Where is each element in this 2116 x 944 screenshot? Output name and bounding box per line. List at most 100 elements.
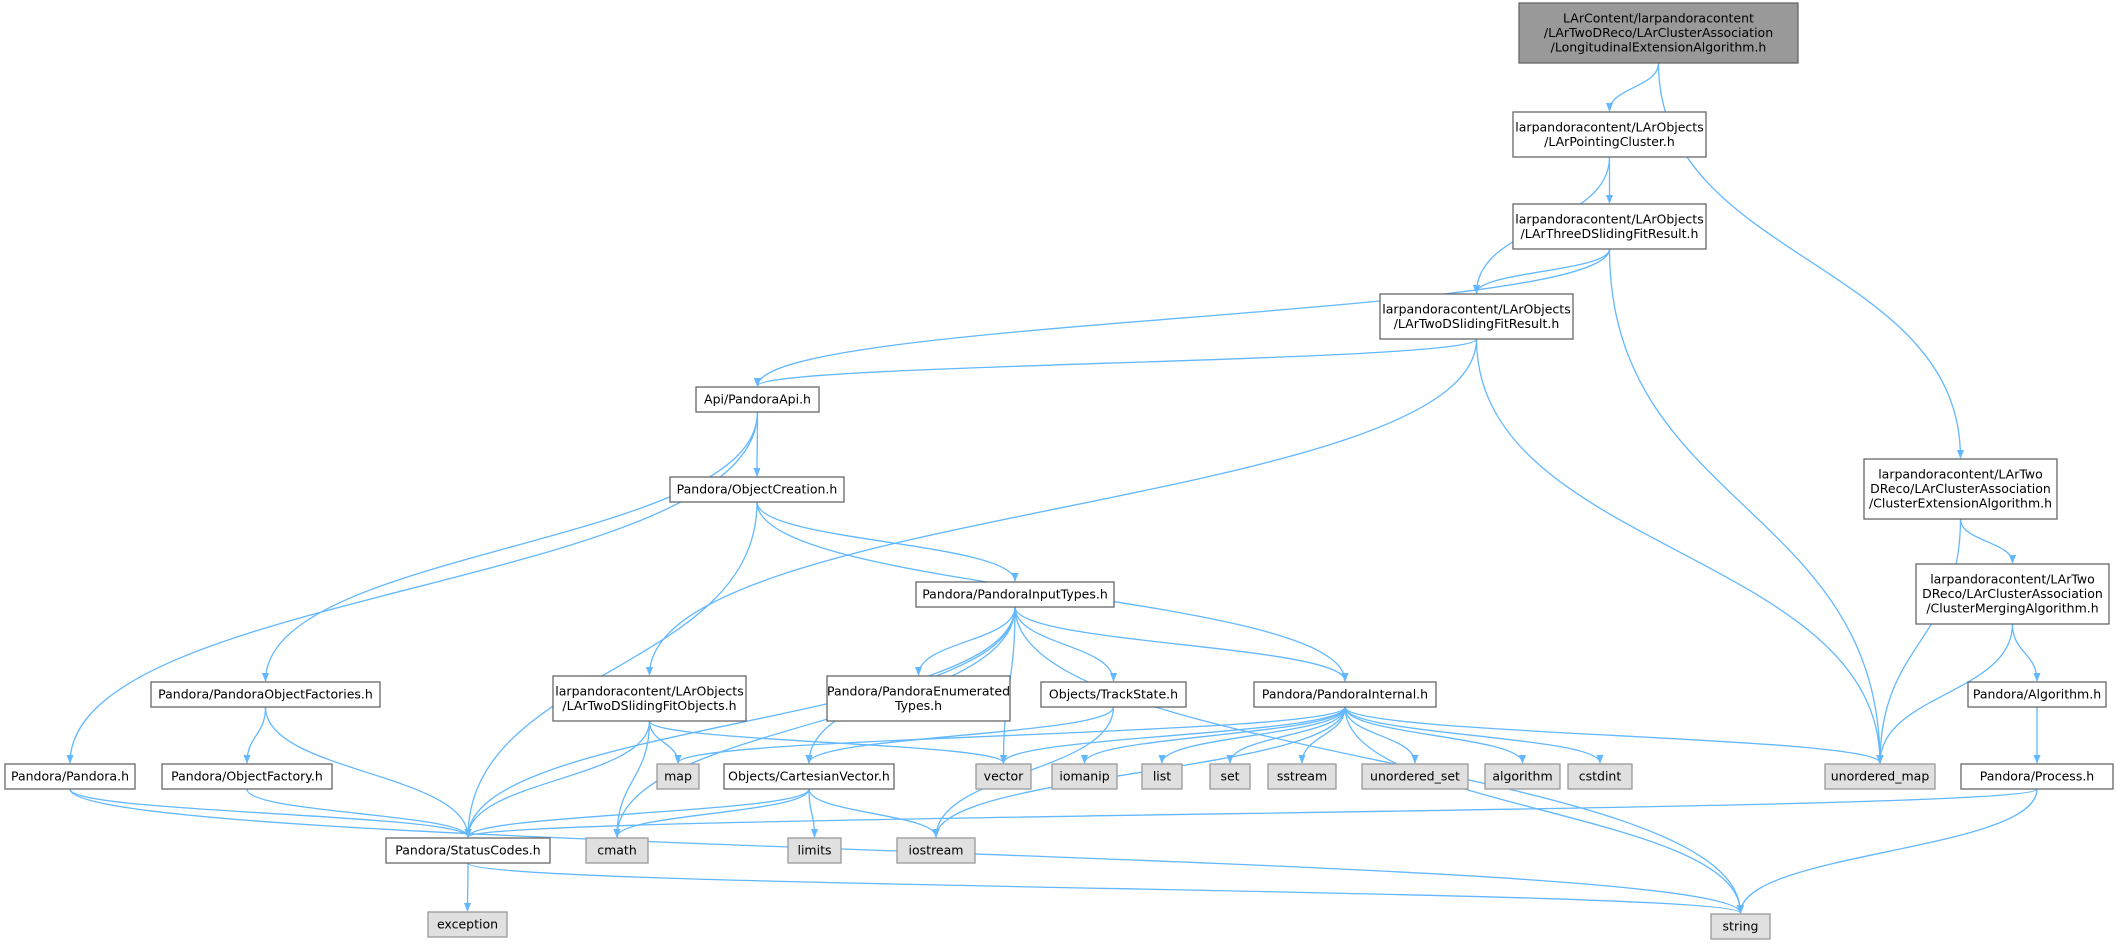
edge-root-to-pointing <box>1605 62 1660 112</box>
node-label-two_d-0: larpandoracontent/LArObjects <box>1382 301 1570 316</box>
node-label-clustermerge-1: DReco/LArClusterAssociation <box>1922 586 2103 601</box>
node-box-exception <box>427 911 508 938</box>
node-set: set <box>1209 763 1251 790</box>
node-label-inputtypes-0: Pandora/PandoraInputTypes.h <box>922 587 1108 602</box>
node-limits: limits <box>787 837 842 864</box>
node-box-fitobjects <box>552 675 747 722</box>
edge-cartesian-to-statuscodes <box>464 788 810 838</box>
node-process_h[interactable]: Pandora/Process.h <box>1960 763 2114 790</box>
node-clusterext[interactable]: larpandoracontent/LArTwoDReco/LArCluster… <box>1863 458 2058 520</box>
node-box-api <box>695 386 820 413</box>
node-box-limits <box>787 837 842 864</box>
edge-clustermerge-to-algorithm_h <box>2011 623 2041 682</box>
node-box-trackstate <box>1040 681 1187 708</box>
node-inputtypes[interactable]: Pandora/PandoraInputTypes.h <box>915 581 1115 608</box>
node-label-clustermerge-0: larpandoracontent/LArTwo <box>1930 572 2095 587</box>
node-unordered_set: unordered_set <box>1361 763 1469 790</box>
edge-internal-to-cstdint <box>1344 706 1604 764</box>
edge-trackstate-to-cartesian <box>805 706 1115 764</box>
node-box-cstdint <box>1567 763 1633 790</box>
edge-internal-to-unordered_set <box>1344 706 1419 764</box>
node-label-api-0: Api/PandoraApi.h <box>704 392 811 407</box>
node-list: list <box>1141 763 1183 790</box>
node-box-algorithm <box>1484 763 1561 790</box>
node-label-limits-0: limits <box>797 843 831 858</box>
node-box-clustermerge <box>1915 563 2110 625</box>
node-map: map <box>656 763 700 790</box>
node-trackstate[interactable]: Objects/TrackState.h <box>1040 681 1187 708</box>
node-label-enumtypes-1: Types.h <box>894 698 942 713</box>
node-label-set-0: set <box>1220 769 1239 784</box>
node-vector: vector <box>975 763 1032 790</box>
edge-statuscodes-to-string <box>467 862 1744 914</box>
edge-internal-to-set <box>1226 706 1346 764</box>
node-label-root-1: /LArTwoDReco/LArClusterAssociation <box>1544 25 1773 40</box>
node-label-iomanip-0: iomanip <box>1059 769 1109 784</box>
node-label-statuscodes-0: Pandora/StatusCodes.h <box>395 843 540 858</box>
node-label-objfactory-0: Pandora/ObjectFactory.h <box>171 769 323 784</box>
edge-internal-to-list <box>1158 706 1346 764</box>
edge-internal-to-iomanip <box>1080 706 1346 764</box>
node-label-fitobjects-0: larpandoracontent/LArObjects <box>555 683 743 698</box>
edge-objcreation-to-inputtypes <box>756 501 1019 582</box>
edge-inputtypes-to-trackstate <box>1014 606 1118 682</box>
node-label-clusterext-2: /ClusterExtensionAlgorithm.h <box>1869 496 2052 511</box>
node-api[interactable]: Api/PandoraApi.h <box>695 386 820 413</box>
node-box-map <box>656 763 700 790</box>
node-pointing[interactable]: larpandoracontent/LArObjects/LArPointing… <box>1512 111 1707 158</box>
edge-objfactories-to-objfactory <box>243 706 267 764</box>
edge-internal-to-unordered_map <box>1344 706 1884 764</box>
edge-fitobjects-to-statuscodes <box>464 720 651 838</box>
edge-internal-to-algorithm <box>1344 706 1527 764</box>
node-exception: exception <box>427 911 508 938</box>
node-two_d[interactable]: larpandoracontent/LArObjects/LArTwoDSlid… <box>1379 293 1574 340</box>
edge-process_h-to-statuscodes <box>464 788 2038 838</box>
node-label-cstdint-0: cstdint <box>1579 769 1622 784</box>
node-box-clusterext <box>1863 458 2058 520</box>
node-label-objfactories-0: Pandora/PandoraObjectFactories.h <box>158 687 373 702</box>
node-algorithm_h[interactable]: Pandora/Algorithm.h <box>1967 681 2107 708</box>
edge-internal-to-map <box>674 706 1346 764</box>
node-box-vector <box>975 763 1032 790</box>
node-label-vector-0: vector <box>984 769 1025 784</box>
node-internal[interactable]: Pandora/PandoraInternal.h <box>1253 681 1437 708</box>
node-label-cartesian-0: Objects/CartesianVector.h <box>728 769 890 784</box>
node-box-unordered_map <box>1824 763 1936 790</box>
node-statuscodes[interactable]: Pandora/StatusCodes.h <box>385 837 551 864</box>
node-box-string <box>1710 913 1771 940</box>
edge-clusterext-to-unordered_map <box>1876 518 1962 764</box>
node-objfactory[interactable]: Pandora/ObjectFactory.h <box>161 763 333 790</box>
node-unordered_map: unordered_map <box>1824 763 1936 790</box>
node-fitobjects[interactable]: larpandoracontent/LArObjects/LArTwoDSlid… <box>552 675 747 722</box>
edge-three_d-to-unordered_map <box>1608 248 1884 764</box>
node-box-unordered_set <box>1361 763 1469 790</box>
edge-fitobjects-to-vector <box>648 720 1007 764</box>
node-label-pointing-0: larpandoracontent/LArObjects <box>1515 119 1703 134</box>
node-pandora[interactable]: Pandora/Pandora.h <box>4 763 136 790</box>
node-algorithm: algorithm <box>1484 763 1561 790</box>
node-objcreation[interactable]: Pandora/ObjectCreation.h <box>669 476 845 503</box>
node-clustermerge[interactable]: larpandoracontent/LArTwoDReco/LArCluster… <box>1915 563 2110 625</box>
edge-three_d-to-api <box>754 248 1611 387</box>
node-box-pandora <box>4 763 136 790</box>
node-box-three_d <box>1512 203 1707 250</box>
edge-fitobjects-to-cmath <box>613 720 651 838</box>
node-root[interactable]: LArContent/larpandoracontent/LArTwoDReco… <box>1518 2 1799 64</box>
node-box-process_h <box>1960 763 2114 790</box>
node-objfactories[interactable]: Pandora/PandoraObjectFactories.h <box>150 681 381 708</box>
node-label-objcreation-0: Pandora/ObjectCreation.h <box>677 482 838 497</box>
node-box-two_d <box>1379 293 1574 340</box>
node-box-inputtypes <box>915 581 1115 608</box>
node-label-pandora-0: Pandora/Pandora.h <box>11 769 129 784</box>
node-cartesian[interactable]: Objects/CartesianVector.h <box>723 763 895 790</box>
node-box-objcreation <box>669 476 845 503</box>
node-three_d[interactable]: larpandoracontent/LArObjects/LArThreeDSl… <box>1512 203 1707 250</box>
edge-inputtypes-to-enumtypes <box>914 606 1016 676</box>
node-box-objfactories <box>150 681 381 708</box>
node-box-statuscodes <box>385 837 551 864</box>
node-box-list <box>1141 763 1183 790</box>
edge-cartesian-to-limits <box>808 788 819 838</box>
edge-three_d-to-two_d <box>1472 248 1611 294</box>
node-label-clusterext-0: larpandoracontent/LArTwo <box>1878 467 2043 482</box>
